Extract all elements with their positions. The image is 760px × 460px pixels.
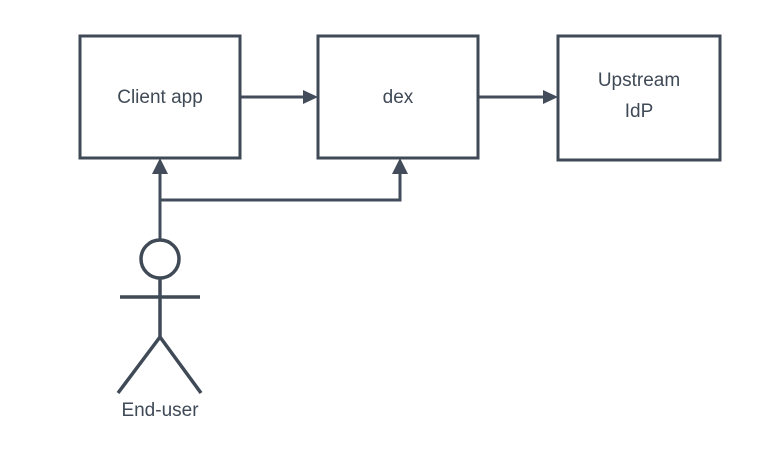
node-client-app-rect[interactable]: [78, 34, 242, 160]
edge-end-user-to-client-app: [152, 158, 168, 240]
actor-end-user-label: End-user: [121, 400, 199, 421]
edge-end-user-to-dex-line: [160, 170, 402, 202]
actor-end-user-leg-left: [116, 335, 162, 395]
node-dex-rect[interactable]: [316, 34, 480, 160]
node-upstream-idp-rect[interactable]: [556, 34, 722, 162]
edge-end-user-to-client-app-arrowhead: [152, 158, 168, 174]
actor-end-user[interactable]: End-user: [116, 238, 203, 421]
node-upstream-idp-label-line1: Upstream: [598, 70, 680, 91]
actor-end-user-head-icon: [139, 238, 181, 280]
edge-dex-to-upstream-idp-arrowhead: [543, 90, 558, 104]
node-client-app-label: Client app: [117, 87, 203, 108]
node-dex-label: dex: [383, 87, 414, 108]
node-client-app[interactable]: Client app: [78, 34, 242, 160]
edge-end-user-to-dex-arrowhead: [392, 158, 408, 174]
node-upstream-idp-label-line2: IdP: [625, 101, 654, 122]
edge-client-app-to-dex-arrowhead: [303, 90, 318, 104]
actor-end-user-leg-right: [158, 335, 203, 395]
node-dex[interactable]: dex: [316, 34, 480, 160]
node-upstream-idp[interactable]: Upstream IdP: [556, 34, 722, 162]
edge-dex-to-upstream-idp: [478, 90, 558, 104]
edge-client-app-to-dex: [240, 90, 318, 104]
edge-end-user-to-dex: [160, 158, 408, 202]
